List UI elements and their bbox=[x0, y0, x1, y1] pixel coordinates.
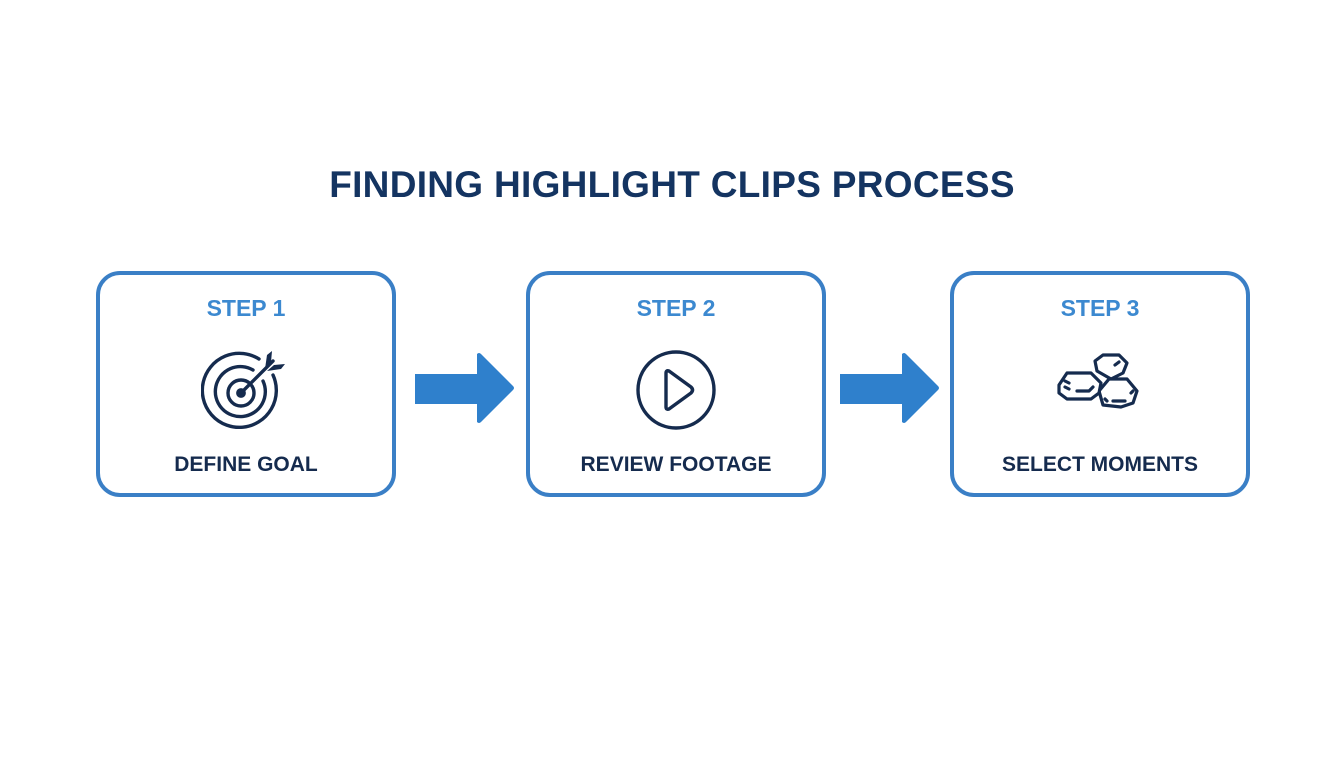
target-icon bbox=[201, 351, 285, 430]
play-icon bbox=[636, 350, 716, 430]
step-number: STEP 2 bbox=[636, 295, 716, 321]
step-label: DEFINE GOAL bbox=[174, 453, 318, 476]
diagram-title: FINDING HIGHLIGHT CLIPS PROCESS bbox=[329, 164, 1015, 205]
step-card-3: STEP 3 SELECT MOMENTS bbox=[950, 271, 1250, 497]
step-label: REVIEW FOOTAGE bbox=[580, 453, 772, 476]
gems-icon bbox=[1057, 353, 1139, 409]
step-label: SELECT MOMENTS bbox=[1001, 453, 1198, 476]
step-number: STEP 1 bbox=[206, 295, 286, 321]
step-number: STEP 3 bbox=[1060, 295, 1140, 321]
arrow-right-icon bbox=[415, 353, 514, 423]
step-card-2: STEP 2 REVIEW FOOTAGE bbox=[526, 271, 826, 497]
arrow-right-icon bbox=[840, 353, 939, 423]
step-card-1: STEP 1 DEFINE GOAL bbox=[96, 271, 396, 497]
